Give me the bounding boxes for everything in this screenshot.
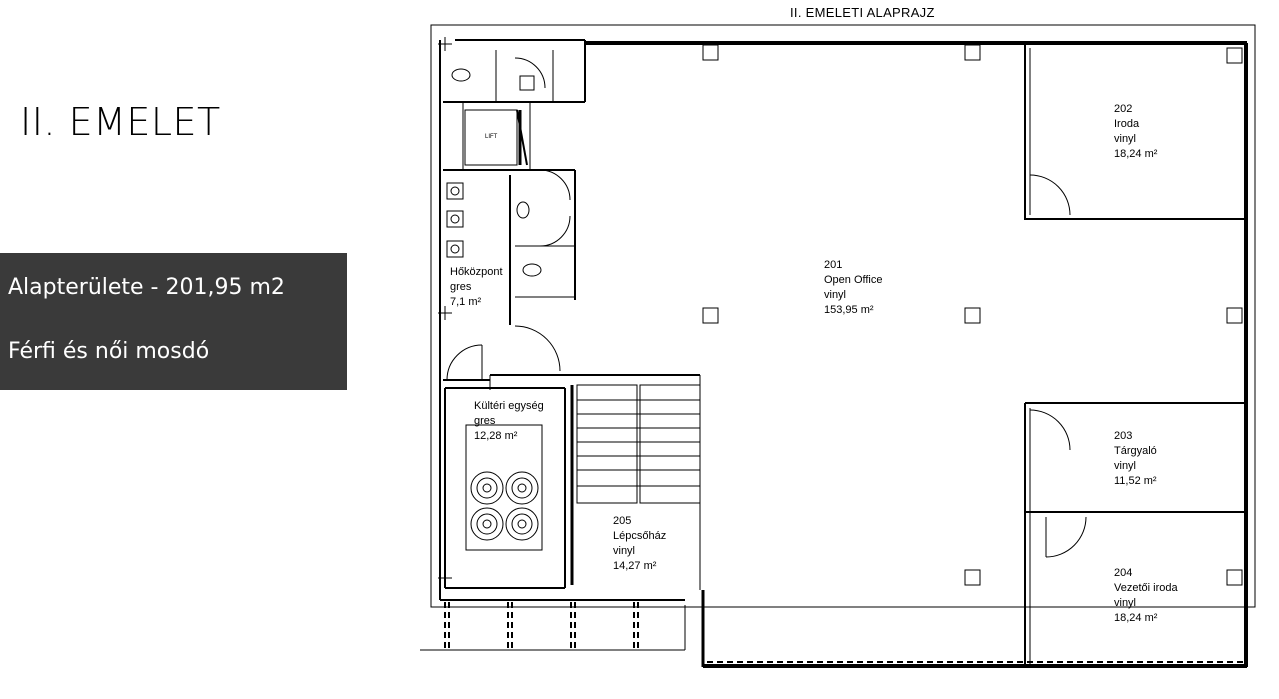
washroom-text: Férfi és női mosdó [8, 339, 210, 364]
door-arcs [446, 57, 1087, 558]
dashed-posts [444, 602, 1245, 663]
walls [420, 39, 1248, 668]
room-203-label: 203 Tárgyaló vinyl 11,52 m² [1114, 430, 1160, 487]
room-201-label: 201 Open Office vinyl 153,95 m² [824, 259, 886, 316]
room-hokozpont-label: Hőközpont gres 7,1 m² [450, 266, 506, 308]
frame-outline [430, 24, 1256, 608]
plan-title: II. EMELETI ALAPRAJZ [790, 5, 935, 20]
room-kulteri-label: Kültéri egység gres 12,28 m² [474, 400, 547, 442]
info-box: Alapterülete - 201,95 m2 Férfi és női mo… [0, 253, 347, 390]
floor-heading: II. EMELET [20, 100, 221, 144]
lift-label: LIFT [485, 134, 498, 140]
room-205-label: 205 Lépcsőház vinyl 14,27 m² [613, 515, 669, 572]
lift-shaft [464, 109, 528, 166]
area-text: Alapterülete - 201,95 m2 [8, 275, 285, 300]
sanitary-fixtures [451, 68, 542, 277]
outdoor-fan-units [465, 424, 543, 551]
room-labels: 201 Open Office vinyl 153,95 m² 202 Irod… [450, 103, 1181, 624]
staircase [570, 384, 701, 585]
heating-valves [446, 182, 464, 258]
corner-marks [438, 37, 452, 585]
room-204-label: 204 Vezetői iroda vinyl 18,24 m² [1114, 567, 1181, 624]
structural-columns [702, 44, 1243, 586]
room-202-label: 202 Iroda vinyl 18,24 m² [1114, 103, 1158, 160]
